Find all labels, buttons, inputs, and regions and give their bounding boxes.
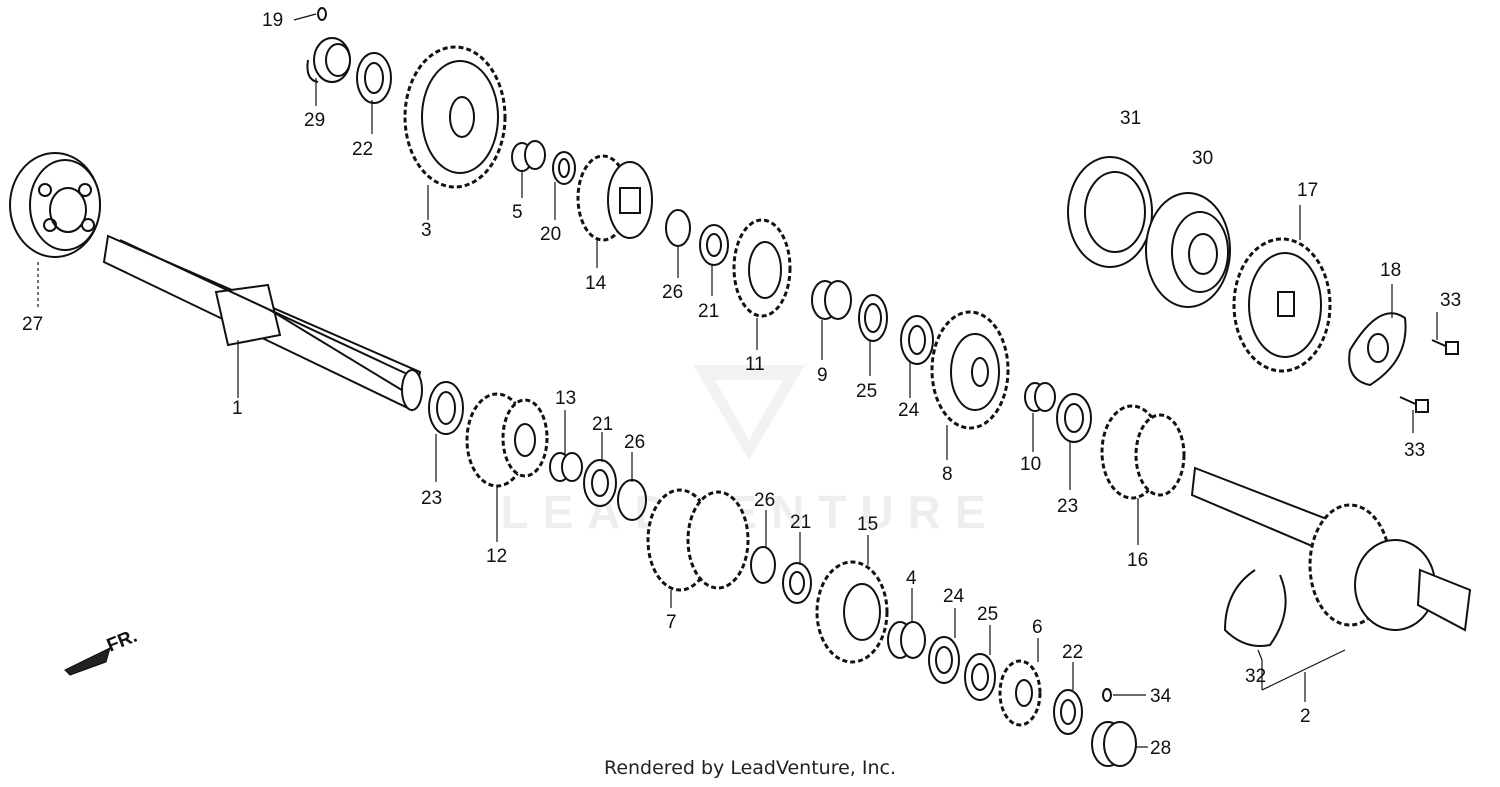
gear-part-15[interactable]	[815, 560, 889, 664]
washer-part-25-top[interactable]	[858, 294, 888, 342]
needle-bearing-part-9[interactable]	[811, 280, 852, 320]
callout-10: 10	[1020, 454, 1041, 475]
plate-part-18[interactable]	[1348, 312, 1407, 387]
callout-27: 27	[22, 314, 43, 335]
callout-18: 18	[1380, 260, 1401, 281]
callout-33-bottom: 33	[1404, 440, 1425, 461]
callout-28: 28	[1150, 738, 1171, 759]
callout-1: 1	[232, 398, 243, 419]
bearing-part-30[interactable]	[1145, 192, 1231, 308]
callout-26-mid: 26	[624, 432, 645, 453]
callout-3: 3	[421, 220, 432, 241]
washer-part-23-right[interactable]	[1056, 393, 1092, 443]
snap-ring-part-32[interactable]	[1223, 569, 1287, 647]
washer-part-24-top[interactable]	[900, 315, 934, 365]
callout-26-top: 26	[662, 282, 683, 303]
washer-part-22-low[interactable]	[1053, 689, 1083, 735]
callout-2: 2	[1300, 706, 1311, 727]
washer-part-24-low[interactable]	[928, 636, 960, 684]
callout-25-low: 25	[977, 604, 998, 625]
callout-4: 4	[906, 568, 917, 589]
callout-21-mid: 21	[592, 414, 613, 435]
callout-17: 17	[1297, 180, 1318, 201]
circlip-part-26-low[interactable]	[750, 546, 776, 584]
callout-6: 6	[1032, 617, 1043, 638]
mainshaft-part-1[interactable]	[102, 234, 423, 412]
sprocket-part-17[interactable]	[1232, 237, 1332, 373]
callout-29: 29	[304, 110, 325, 131]
front-direction-arrow: FR.	[64, 626, 140, 676]
callout-21-top: 21	[698, 301, 719, 322]
callout-24-low: 24	[943, 586, 965, 607]
bushing-part-10[interactable]	[1024, 382, 1056, 412]
washer-part-20[interactable]	[552, 151, 576, 185]
footer-credit: Rendered by LeadVenture, Inc.	[603, 757, 897, 779]
callout-21-low: 21	[790, 512, 811, 533]
callout-24-top: 24	[898, 400, 920, 421]
oil-seal-part-31[interactable]	[1067, 156, 1153, 268]
callout-5: 5	[512, 202, 523, 223]
front-direction-label: FR.	[104, 626, 140, 657]
callout-30: 30	[1192, 148, 1213, 169]
gear-part-3[interactable]	[403, 45, 507, 189]
callout-33-top: 33	[1440, 290, 1461, 311]
bolt-part-33-top[interactable]	[1431, 339, 1459, 355]
circlip-part-26-top[interactable]	[665, 209, 691, 247]
gear-part-7[interactable]	[646, 488, 750, 592]
callout-23-right: 23	[1057, 496, 1078, 517]
callout-labels: 1 2 3 4 5 6 7 8 9 10 11 12 13 14 15 16 1…	[22, 10, 1461, 759]
callout-25-top: 25	[856, 381, 877, 402]
callout-13: 13	[555, 388, 576, 409]
callout-20: 20	[540, 224, 561, 245]
callout-23-left: 23	[421, 488, 442, 509]
callout-32: 32	[1245, 666, 1266, 687]
callout-12: 12	[486, 546, 507, 567]
callout-26-low: 26	[754, 490, 775, 511]
callout-22-low: 22	[1062, 642, 1083, 663]
gear-part-14[interactable]	[576, 154, 653, 242]
callout-7: 7	[666, 612, 677, 633]
washer-part-21-mid[interactable]	[583, 459, 617, 507]
callout-16: 16	[1127, 550, 1148, 571]
gear-part-6[interactable]	[998, 659, 1042, 727]
callout-31: 31	[1120, 108, 1141, 129]
needle-bearing-part-4[interactable]	[887, 621, 926, 659]
gear-part-11[interactable]	[732, 218, 792, 318]
callout-19: 19	[262, 10, 283, 31]
callout-14: 14	[585, 273, 607, 294]
countershaft-part-2[interactable]	[1190, 466, 1472, 632]
pin-part-34[interactable]	[1102, 688, 1112, 702]
callout-15: 15	[857, 514, 878, 535]
bearing-part-29[interactable]	[306, 37, 351, 83]
bolt-part-33-bottom[interactable]	[1399, 396, 1429, 413]
bushing-part-13[interactable]	[549, 452, 583, 482]
washer-part-25-low[interactable]	[964, 653, 996, 701]
callout-11: 11	[745, 354, 765, 375]
washer-part-23-left[interactable]	[428, 381, 464, 435]
needle-bearing-part-28[interactable]	[1091, 721, 1137, 767]
gear-part-12[interactable]	[465, 392, 549, 488]
callout-8: 8	[942, 464, 953, 485]
callout-9: 9	[817, 365, 828, 386]
gear-part-8[interactable]	[930, 310, 1010, 430]
callout-22-top: 22	[352, 139, 373, 160]
leader-lines	[37, 13, 1438, 748]
pin-part-19[interactable]	[317, 7, 327, 21]
washer-part-22-top[interactable]	[356, 52, 392, 104]
callout-34: 34	[1150, 686, 1172, 707]
washer-part-21-low[interactable]	[782, 562, 812, 604]
washer-part-21-top[interactable]	[699, 224, 729, 266]
watermark-text: LEADVENTURE	[500, 486, 999, 538]
gear-part-16[interactable]	[1100, 404, 1186, 500]
bushing-part-5[interactable]	[511, 140, 546, 172]
bearing-part-27[interactable]	[9, 152, 101, 258]
